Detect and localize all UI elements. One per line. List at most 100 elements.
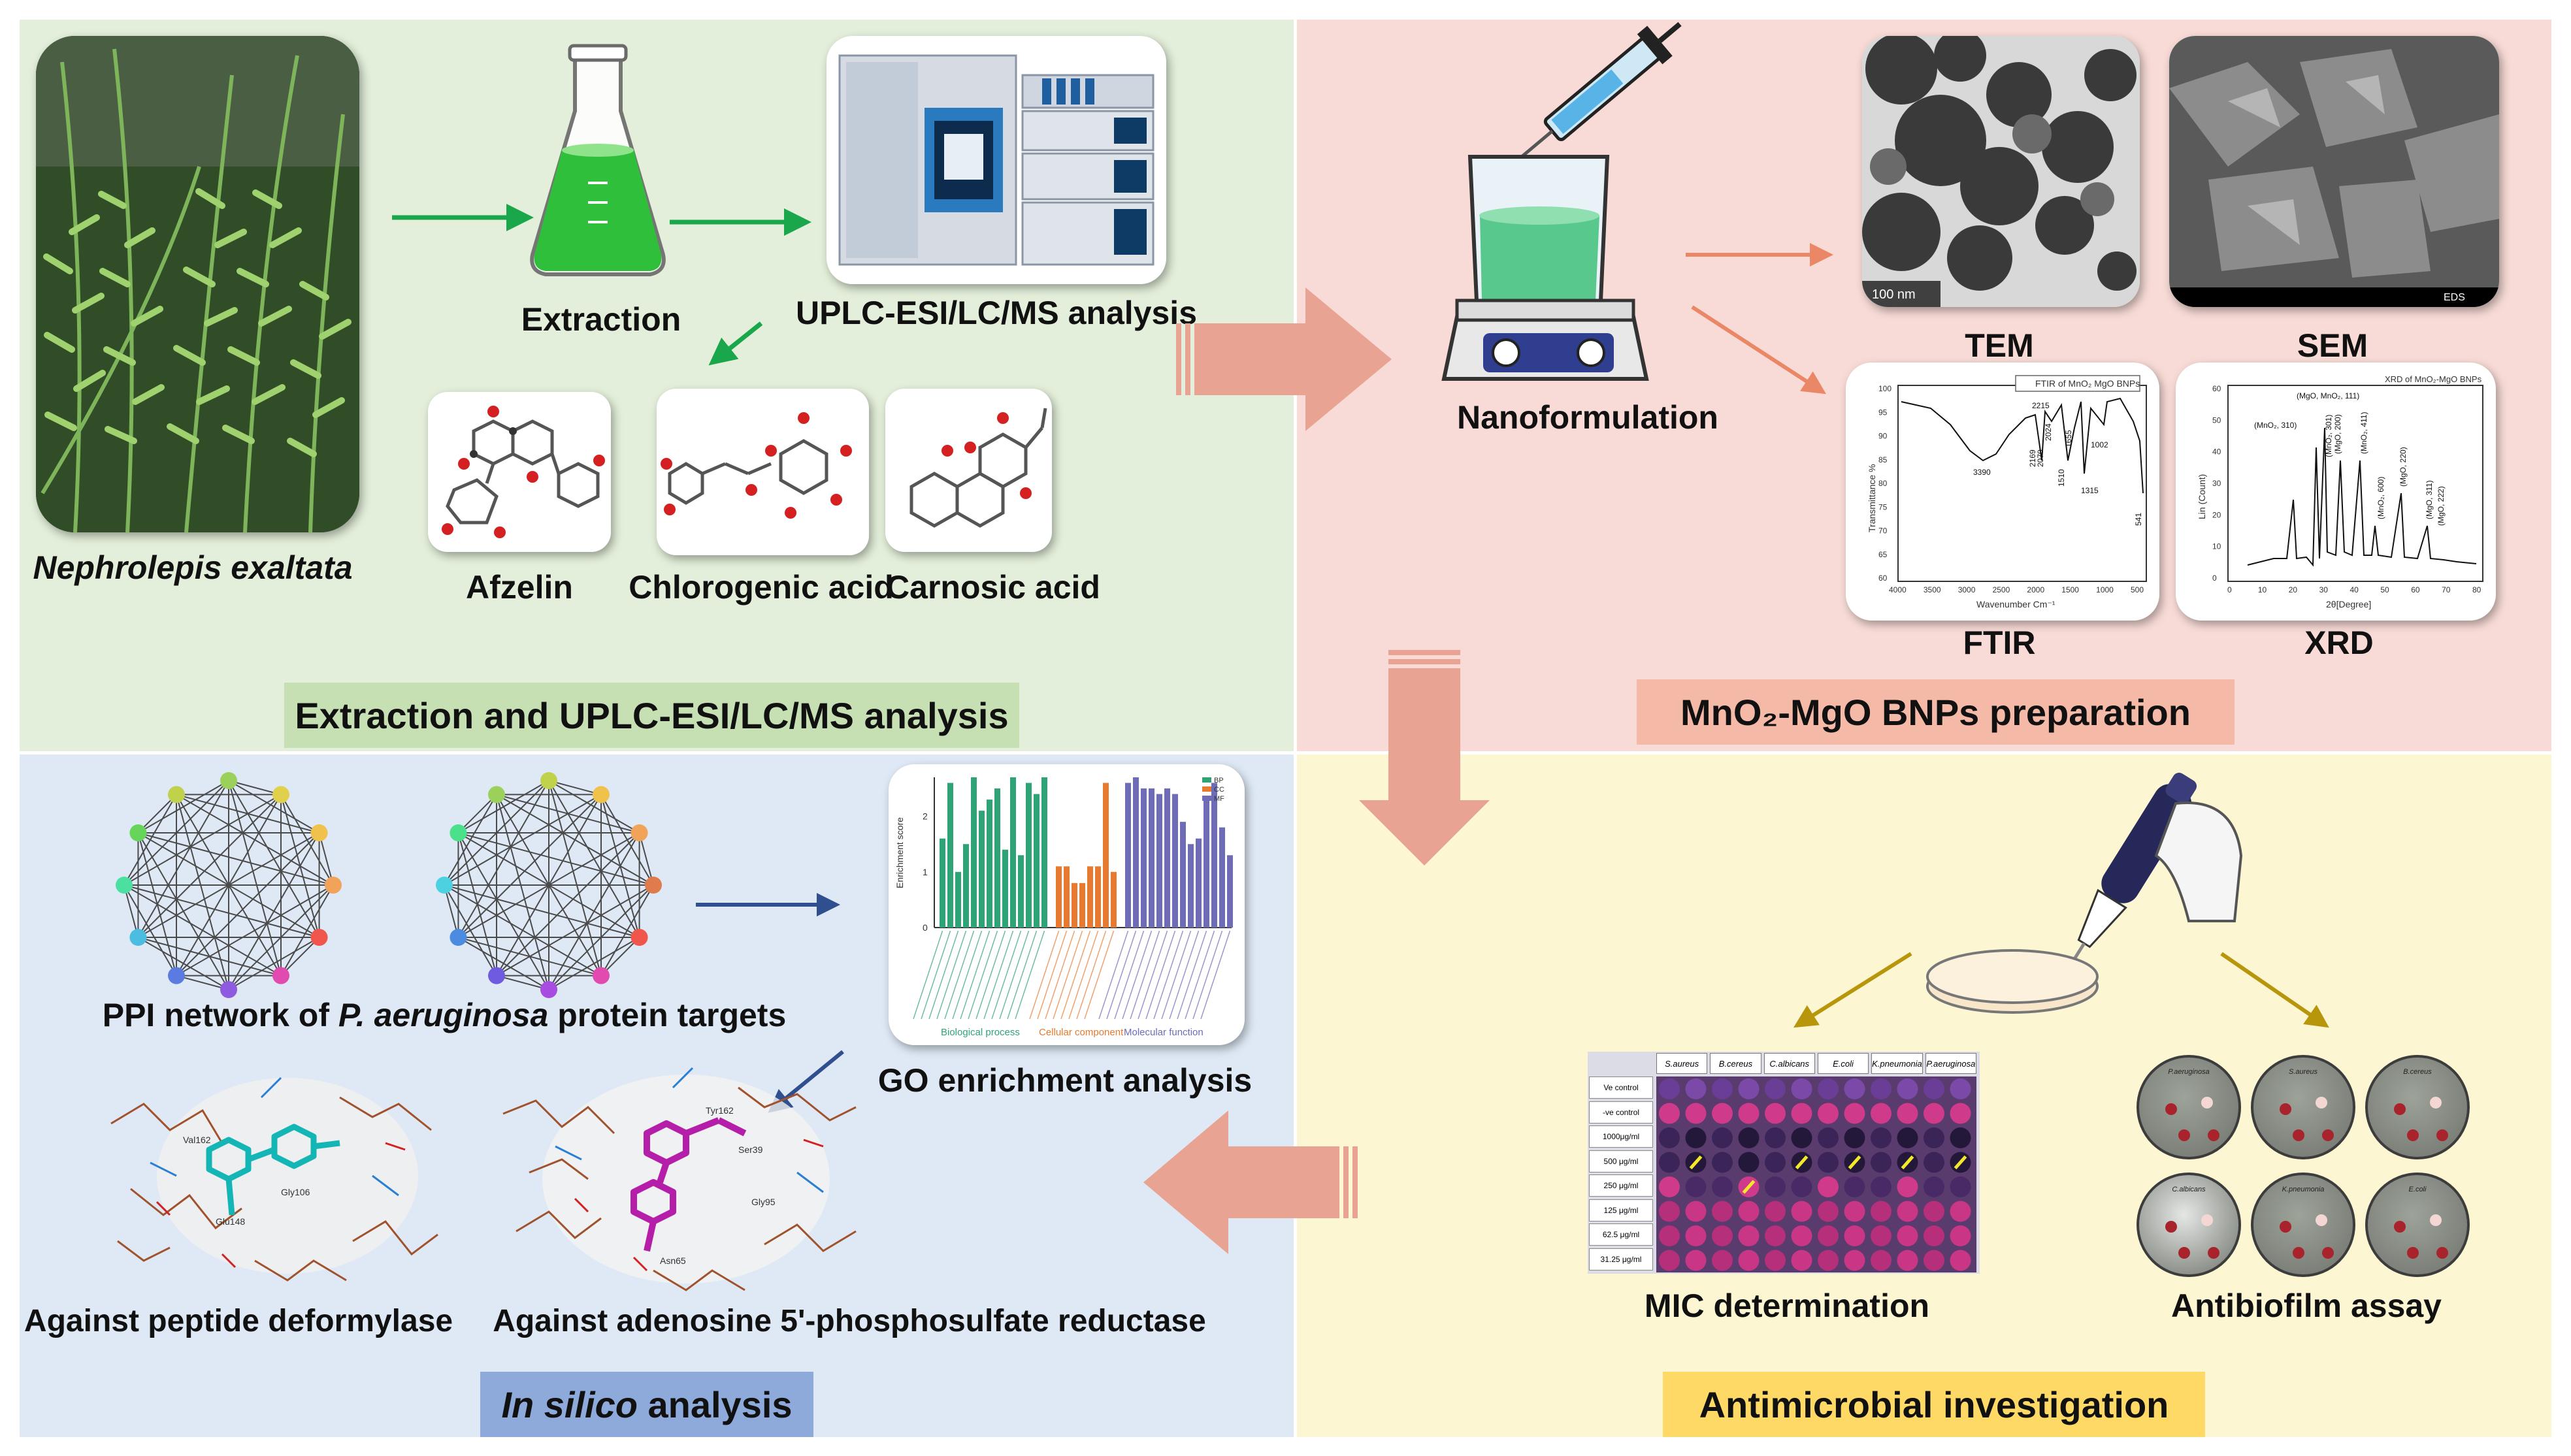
sem-info-text: EDS: [2444, 292, 2465, 303]
mic-well: [1659, 1201, 1680, 1222]
go-term-label-line: [975, 930, 1006, 1020]
ppi-node: [272, 786, 289, 803]
go-bar-mf: [1196, 838, 1202, 928]
mic-well: [1738, 1201, 1760, 1222]
ftir-ytick: 100: [1878, 384, 1891, 393]
ppi-edge: [457, 832, 549, 990]
ftir-label: FTIR: [1963, 624, 2036, 661]
go-term-label-line: [952, 930, 983, 1020]
mic-row-label: 250 μg/ml: [1589, 1174, 1653, 1197]
mic-well: [1765, 1225, 1786, 1246]
go-term-label-line: [1185, 930, 1215, 1020]
docking-pdf-image: Val162 Glu148 Gly106: [110, 1076, 438, 1282]
ppi-edge: [123, 794, 177, 886]
go-bar-bp: [963, 844, 969, 928]
mic-well: [1871, 1176, 1891, 1197]
go-bar-bp: [994, 788, 1000, 928]
ftir-ytick: 85: [1878, 455, 1888, 464]
mic-row-label: -ve control: [1589, 1101, 1653, 1124]
ppi-edge: [638, 832, 654, 886]
ppi-edge: [496, 794, 640, 833]
ppi-edge: [457, 937, 549, 990]
ppi-node: [450, 929, 467, 946]
ppi-label: PPI network of P. aeruginosa protein tar…: [91, 996, 797, 1034]
ftir-peak: 3390: [1973, 468, 1991, 477]
mic-well: [1791, 1225, 1812, 1246]
mic-well: [1924, 1103, 1944, 1124]
mic-well: [1659, 1152, 1680, 1173]
mic-well: [1765, 1127, 1786, 1148]
go-term-label-line: [1015, 930, 1045, 1020]
biofilm-disc: [2394, 1103, 2406, 1115]
ppi-edge: [496, 794, 549, 990]
ppi-node: [325, 877, 342, 894]
mic-well: [1712, 1201, 1733, 1222]
go-term-label-line: [983, 930, 1014, 1020]
mic-well: [1844, 1078, 1865, 1099]
ppi-edge: [280, 937, 320, 977]
go-bar-bp: [1034, 794, 1040, 928]
ftir-peak: 1315: [2081, 486, 2099, 495]
ppi-node: [540, 772, 557, 789]
go-term-label-line: [1122, 930, 1153, 1020]
ppi-edge: [176, 794, 282, 977]
go-term-label-line: [913, 930, 943, 1020]
go-bar-cc: [1095, 866, 1101, 928]
go-ytick: 1: [923, 867, 928, 877]
ppi-network-2: [436, 772, 662, 998]
flask-label: Extraction: [521, 301, 681, 338]
tem-image: 100 nm: [1862, 36, 2140, 307]
ppi-edge: [137, 937, 229, 990]
xrd-ytick: 50: [2212, 415, 2221, 425]
mic-well: [1712, 1152, 1733, 1173]
xrd-xtick: 10: [2258, 585, 2267, 594]
xrd-xtick: 70: [2442, 585, 2451, 594]
biofilm-disc: [2407, 1247, 2419, 1259]
xrd-peak: (MnO₂, 301): [2324, 415, 2333, 457]
xrd-ytick: 0: [2212, 574, 2217, 583]
ppi-edge: [137, 794, 282, 938]
go-term-label-line: [960, 930, 991, 1020]
dock1-label: Against peptide deformylase: [24, 1304, 453, 1338]
go-bar-bp: [940, 838, 945, 928]
ppi-edge: [444, 884, 602, 977]
mic-well: [1712, 1225, 1733, 1246]
xrd-xtick: 40: [2350, 585, 2359, 594]
ppi-node: [540, 981, 557, 998]
carnosic-acid-structure: [885, 389, 1052, 552]
mic-well: [1791, 1127, 1812, 1148]
compound-label-carnosic: Carnosic acid: [886, 569, 1100, 606]
mic-well: [1844, 1127, 1865, 1148]
ppi-node: [645, 877, 662, 894]
go-term-label-line: [1060, 930, 1091, 1020]
go-term-label-line: [921, 930, 951, 1020]
go-legend-swatch: [1202, 786, 1211, 792]
go-bar-mf: [1149, 788, 1154, 928]
xrd-xtick: 80: [2472, 585, 2481, 594]
go-term-label-line: [999, 930, 1030, 1020]
mic-well: [1659, 1103, 1680, 1124]
ftir-ytick: 95: [1878, 408, 1888, 417]
go-bar-mf: [1211, 783, 1217, 928]
ppi-label-species: P. aeruginosa: [338, 997, 549, 1033]
go-bar-mf: [1180, 822, 1186, 928]
biofilm-disc: [2201, 1214, 2213, 1226]
go-term-label-line: [1145, 930, 1176, 1020]
ppi-node: [436, 877, 453, 894]
mic-well: [1765, 1201, 1786, 1222]
ppi-node: [220, 981, 237, 998]
mic-well: [1818, 1201, 1839, 1222]
mic-row-label: Ve control: [1589, 1076, 1653, 1099]
biofilm-disc: [2208, 1129, 2219, 1141]
mic-well: [1871, 1127, 1891, 1148]
mic-well: [1765, 1152, 1786, 1173]
go-legend-swatch: [1202, 777, 1211, 783]
arrow-extraction-to-nano: [1176, 287, 1392, 431]
mic-column-header: S.aureus: [1656, 1053, 1708, 1074]
ppi-edge: [228, 780, 282, 796]
go-bar-cc: [1103, 783, 1109, 928]
biofilm-disc: [2430, 1214, 2442, 1226]
mic-well: [1659, 1127, 1680, 1148]
mic-row-label: 500 μg/ml: [1589, 1150, 1653, 1173]
